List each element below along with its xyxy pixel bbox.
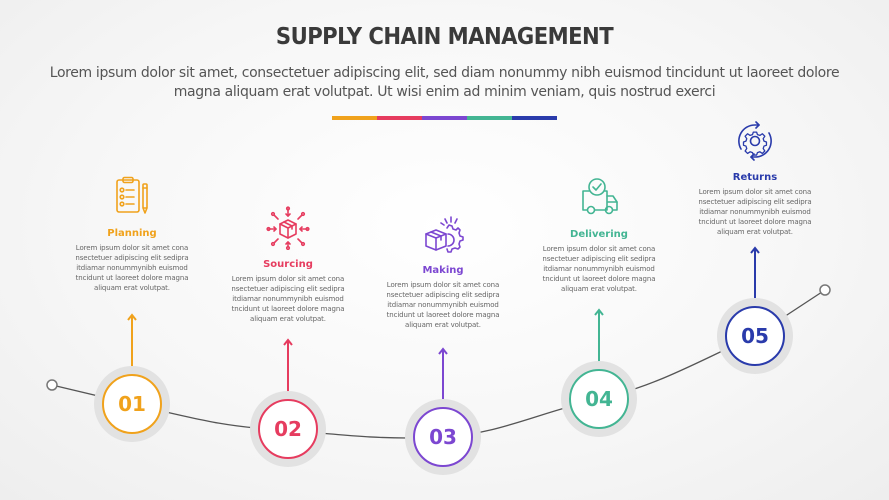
step-description: Lorem ipsum dolor sit amet cona nsectetu… bbox=[542, 245, 656, 293]
color-segment bbox=[377, 116, 422, 120]
step-label: Sourcing bbox=[263, 259, 313, 270]
clipboard-checklist-icon bbox=[116, 176, 148, 214]
step-number: 05 bbox=[725, 306, 785, 366]
step-node-04: 04 bbox=[561, 361, 637, 437]
step-node-01: 01 bbox=[94, 366, 170, 442]
color-segment bbox=[467, 116, 512, 120]
truck-check-icon bbox=[582, 178, 618, 215]
step-node-02: 02 bbox=[250, 391, 326, 467]
color-segment bbox=[332, 116, 377, 120]
step-number: 04 bbox=[569, 369, 629, 429]
step-label: Planning bbox=[107, 228, 157, 239]
arrow-01 bbox=[127, 313, 137, 368]
arrow-02 bbox=[283, 338, 293, 392]
step-number: 01 bbox=[102, 374, 162, 434]
step-description: Lorem ipsum dolor sit amet cona nsectetu… bbox=[386, 281, 500, 329]
step-card-returns: Returns Lorem ipsum dolor sit amet cona … bbox=[685, 119, 825, 237]
step-card-planning: Planning Lorem ipsum dolor sit amet cona… bbox=[62, 175, 202, 293]
box-inbound-arrows-icon bbox=[266, 206, 310, 250]
color-segment bbox=[512, 116, 557, 120]
step-node-05: 05 bbox=[717, 298, 793, 374]
arrow-04 bbox=[594, 308, 604, 362]
step-label: Making bbox=[422, 265, 464, 276]
step-description: Lorem ipsum dolor sit amet cona nsectetu… bbox=[698, 188, 812, 236]
page-subtitle: Lorem ipsum dolor sit amet, consectetuer… bbox=[49, 65, 840, 100]
curve-end-point bbox=[819, 284, 831, 296]
arrow-05 bbox=[750, 246, 760, 300]
step-description: Lorem ipsum dolor sit amet cona nsectetu… bbox=[231, 275, 345, 323]
step-number: 03 bbox=[413, 407, 473, 467]
arrow-03 bbox=[438, 347, 448, 400]
step-card-delivering: Delivering Lorem ipsum dolor sit amet co… bbox=[529, 176, 669, 294]
box-gear-icon bbox=[425, 216, 464, 253]
step-label: Returns bbox=[732, 172, 778, 183]
page-title: SUPPLY CHAIN MANAGEMENT bbox=[275, 24, 614, 50]
curve-start-point bbox=[46, 379, 58, 391]
gear-cycle-icon bbox=[738, 121, 772, 161]
step-card-sourcing: Sourcing Lorem ipsum dolor sit amet cona… bbox=[218, 206, 358, 324]
color-divider-bar bbox=[332, 116, 557, 120]
step-label: Delivering bbox=[570, 229, 628, 240]
step-card-making: Making Lorem ipsum dolor sit amet cona n… bbox=[373, 212, 513, 330]
color-segment bbox=[422, 116, 467, 120]
step-node-03: 03 bbox=[405, 399, 481, 475]
step-number: 02 bbox=[258, 399, 318, 459]
step-description: Lorem ipsum dolor sit amet cona nsectetu… bbox=[75, 244, 189, 292]
